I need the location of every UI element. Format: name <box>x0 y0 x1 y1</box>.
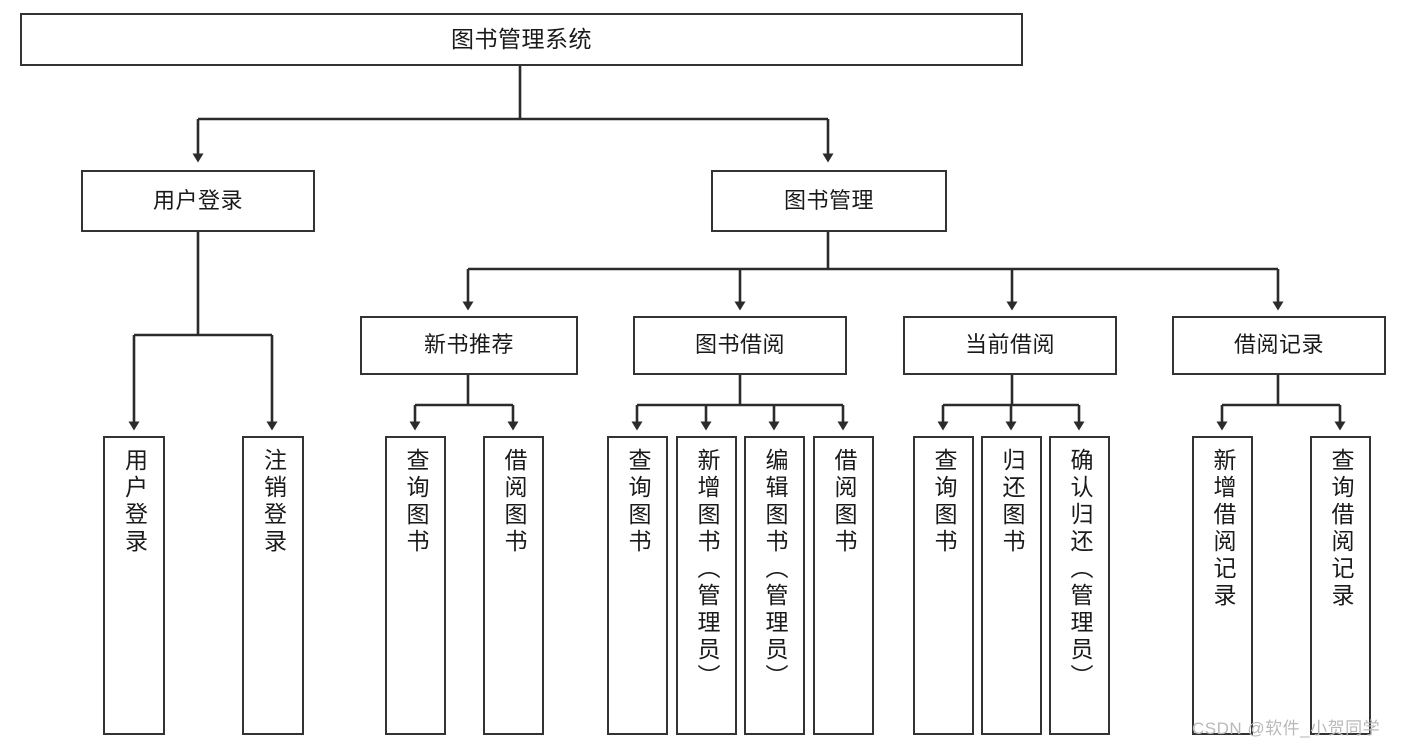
node-label: 图书管理 <box>783 187 874 213</box>
node-label: 归还图书 <box>999 448 1025 556</box>
node-label: 用户登录 <box>152 187 243 213</box>
leaf-query-borrow-record[interactable]: 查询借阅记录 <box>1310 436 1371 735</box>
leaf-query-book-borrow[interactable]: 查询图书 <box>607 436 668 735</box>
node-label: 图书管理系统 <box>451 26 592 53</box>
node-root-library-management-system[interactable]: 图书管理系统 <box>20 13 1023 66</box>
node-label: 新增借阅记录 <box>1210 448 1236 610</box>
leaf-query-book-current[interactable]: 查询图书 <box>913 436 974 735</box>
leaf-user-login[interactable]: 用户登录 <box>103 436 165 735</box>
node-label: 确认归还（管理员） <box>1067 448 1093 691</box>
node-borrow-record[interactable]: 借阅记录 <box>1172 316 1386 375</box>
leaf-edit-book-admin[interactable]: 编辑图书（管理员） <box>744 436 805 735</box>
node-user-login[interactable]: 用户登录 <box>81 170 315 232</box>
node-label: 查询图书 <box>625 448 651 556</box>
leaf-add-book-admin[interactable]: 新增图书（管理员） <box>676 436 737 735</box>
node-label: 查询图书 <box>403 448 429 556</box>
leaf-query-book-recommend[interactable]: 查询图书 <box>385 436 446 735</box>
node-label: 查询图书 <box>931 448 957 556</box>
node-label: 借阅图书 <box>831 448 857 556</box>
node-label: 注销登录 <box>260 448 287 556</box>
node-label: 当前借阅 <box>964 332 1055 358</box>
node-label: 查询借阅记录 <box>1328 448 1354 610</box>
csdn-watermark: CSDN @软件_小贺同学 <box>1192 719 1381 738</box>
leaf-confirm-return-admin[interactable]: 确认归还（管理员） <box>1049 436 1110 735</box>
node-label: 编辑图书（管理员） <box>762 448 788 691</box>
node-label: 新书推荐 <box>423 332 514 358</box>
node-label: 借阅图书 <box>501 448 527 556</box>
leaf-logout-login[interactable]: 注销登录 <box>242 436 304 735</box>
leaf-borrow-book[interactable]: 借阅图书 <box>813 436 874 735</box>
node-label: 图书借阅 <box>694 332 785 358</box>
node-current-borrow[interactable]: 当前借阅 <box>903 316 1117 375</box>
node-new-book-recommend[interactable]: 新书推荐 <box>360 316 578 375</box>
leaf-return-book[interactable]: 归还图书 <box>981 436 1042 735</box>
leaf-add-borrow-record[interactable]: 新增借阅记录 <box>1192 436 1253 735</box>
node-label: 用户登录 <box>121 448 148 556</box>
node-book-borrow[interactable]: 图书借阅 <box>633 316 847 375</box>
leaf-borrow-book-recommend[interactable]: 借阅图书 <box>483 436 544 735</box>
node-label: 新增图书（管理员） <box>694 448 720 691</box>
node-label: 借阅记录 <box>1233 332 1324 358</box>
node-book-management[interactable]: 图书管理 <box>711 170 947 232</box>
